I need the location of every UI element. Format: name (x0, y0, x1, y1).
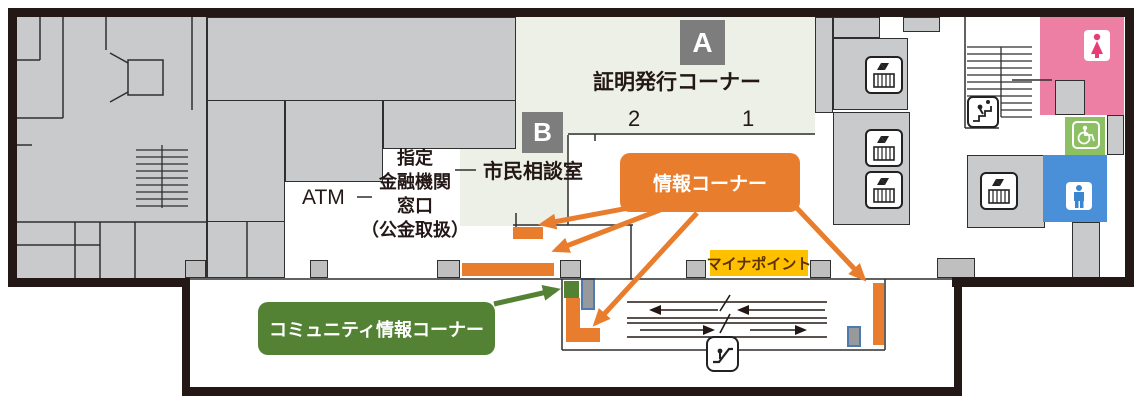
gray-block (1055, 80, 1085, 115)
zone-marker-a-label: A (692, 26, 713, 58)
outer-wall (8, 278, 190, 287)
kiosk (847, 326, 861, 347)
pillar (185, 260, 206, 278)
certificate-corner-title: 証明発行コーナー (593, 71, 761, 94)
elevator-shaft (833, 38, 908, 110)
consultation-room-label: 市民相談室 (483, 161, 583, 183)
gray-block (207, 17, 516, 101)
community-info-label: コミュニティ情報コーナー (269, 319, 484, 340)
left-block (17, 17, 207, 278)
gray-block (1107, 115, 1124, 155)
bank-window-label: 指定 金融機関 窓口 （公金取扱） (345, 146, 485, 242)
bank-window-line: （公金取扱） (361, 220, 469, 240)
outer-wall (1125, 8, 1134, 287)
bank-window-line: 金融機関 (379, 172, 451, 192)
community-info-spot (564, 281, 579, 298)
counter-number-2: 2 (628, 106, 641, 131)
pillar (937, 258, 975, 278)
gray-block (1072, 222, 1100, 278)
info-counter-spot (873, 283, 884, 345)
pillar (310, 260, 328, 278)
outer-wall (954, 278, 962, 396)
outer-wall (8, 8, 17, 287)
gray-block (833, 17, 880, 38)
kiosk (581, 278, 595, 310)
male-toilet-room (1043, 155, 1107, 222)
gray-block (207, 100, 285, 222)
myna-point-text: マイナポイント (706, 255, 812, 273)
outer-wall (182, 387, 962, 396)
elevator-bank-column (815, 17, 833, 113)
outer-wall (8, 8, 1134, 17)
gray-block (207, 221, 285, 278)
bank-window-line: 指定 (397, 148, 433, 168)
info-corner-callout: 情報コーナー (620, 153, 800, 212)
elevator-shaft (967, 155, 1045, 228)
info-counter-spot (462, 263, 554, 276)
pillar (686, 260, 706, 278)
gray-block (903, 17, 940, 32)
community-info-callout: コミュニティ情報コーナー (258, 302, 495, 355)
info-counter-spot (566, 328, 600, 342)
myna-point-label: マイナポイント (707, 250, 811, 276)
pillar (560, 260, 581, 278)
zone-marker-b-label: B (533, 117, 552, 147)
bank-window-line: 窓口 (397, 196, 433, 216)
accessible-toilet-room (1065, 117, 1105, 155)
pillar (437, 260, 460, 278)
gray-block (383, 100, 516, 149)
info-corner-label: 情報コーナー (652, 174, 767, 195)
zone-marker-b: B (522, 112, 563, 153)
elevator-shaft (833, 112, 910, 225)
info-counter-spot (513, 227, 543, 239)
atm-label: ATM (302, 186, 345, 209)
zone-marker-a: A (680, 20, 725, 65)
outer-wall (952, 277, 1134, 287)
counter-number-1: 1 (742, 106, 755, 131)
outer-wall (182, 278, 190, 396)
pillar (810, 260, 831, 278)
